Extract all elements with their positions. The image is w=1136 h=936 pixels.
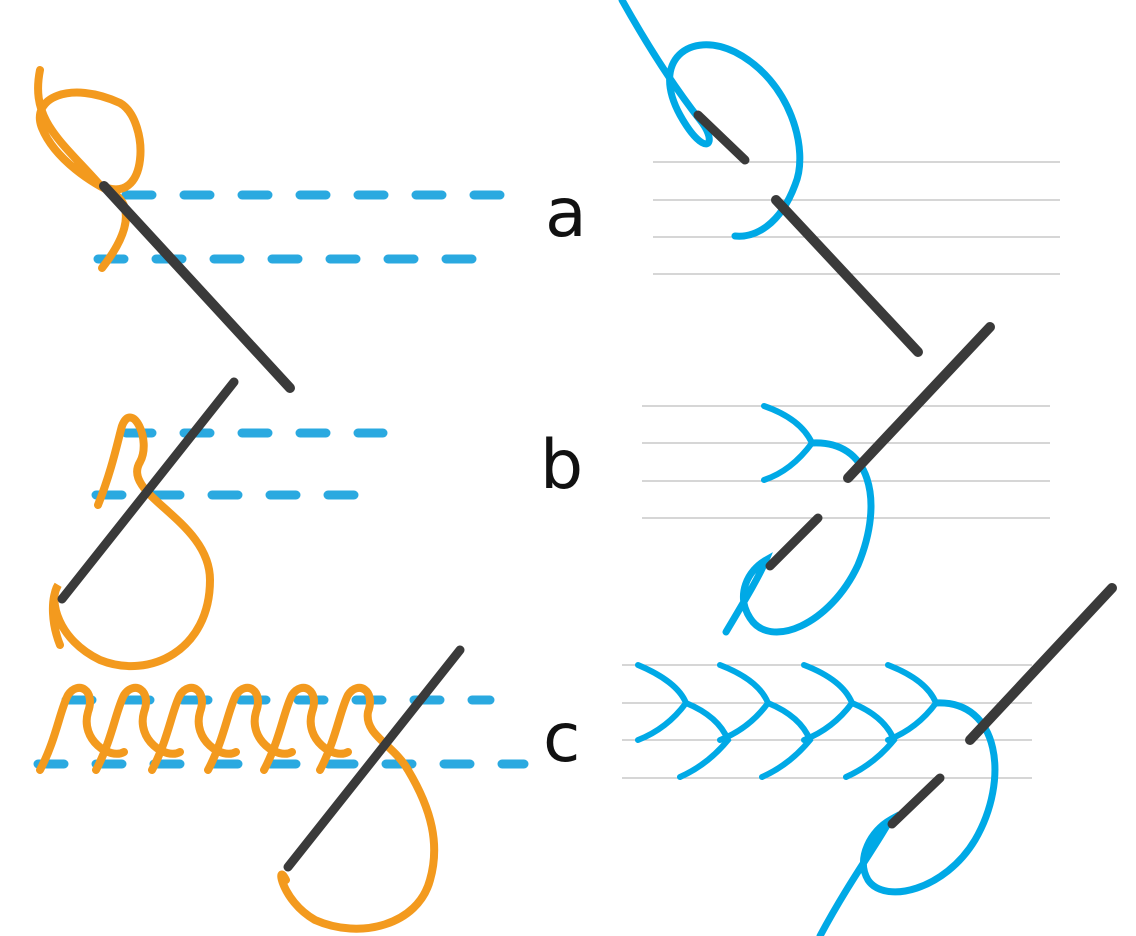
guide-lines (642, 405, 1050, 519)
blue-thread-feather-stitches (635, 662, 940, 780)
left-step-a-illustration (34, 66, 510, 393)
step-label-b: b (540, 426, 583, 505)
needle-back-part (887, 773, 945, 829)
needle-front-part (843, 322, 995, 483)
needle (57, 377, 239, 604)
needle (99, 181, 295, 393)
blue-thread-loop (816, 699, 999, 936)
guide-lines (653, 161, 1060, 275)
guide-lines (622, 664, 1032, 779)
step-label-c: c (543, 699, 580, 778)
needle-front-part (965, 583, 1117, 745)
step-label-a: a (545, 174, 587, 253)
blue-thread-loop (618, 0, 804, 240)
orange-thread-loop (34, 66, 145, 272)
blue-thread-loop (722, 439, 875, 636)
right-step-a-illustration (618, 0, 1060, 357)
needle-back-part (765, 513, 823, 571)
left-step-c-illustration (33, 645, 529, 933)
right-step-c-illustration (622, 583, 1117, 936)
right-step-b-illustration (642, 322, 1050, 636)
needle (283, 645, 465, 872)
needle-front-part (771, 195, 923, 357)
needle-back-part (693, 110, 750, 165)
left-step-b-illustration (49, 377, 388, 671)
orange-thread-chain (36, 683, 439, 933)
orange-thread-loop (49, 413, 215, 671)
